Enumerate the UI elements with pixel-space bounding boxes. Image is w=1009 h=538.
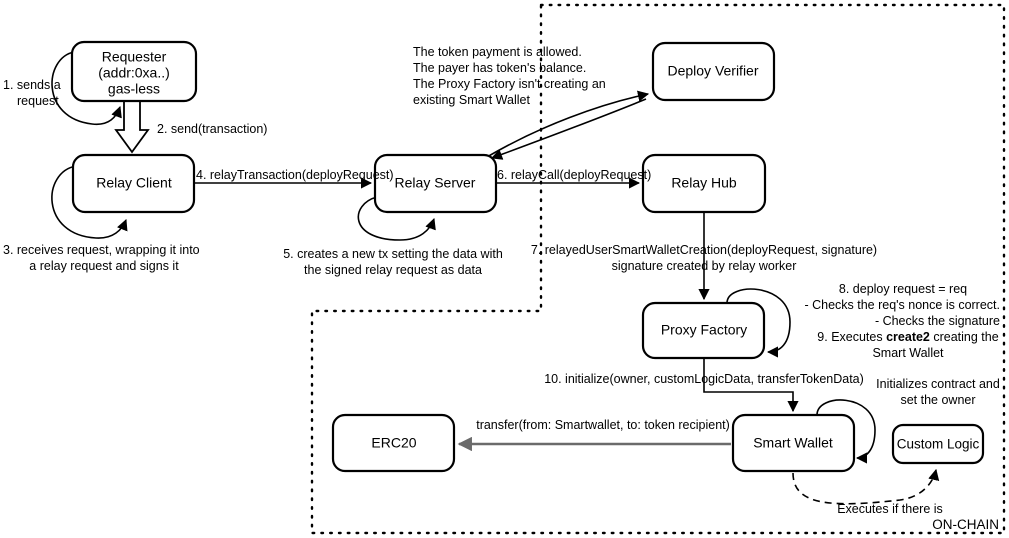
node-custom-logic[interactable]: Custom Logic	[891, 423, 985, 465]
label-step5-line1: 5. creates a new tx setting the data wit…	[283, 247, 503, 261]
relay-client-label: Relay Client	[96, 175, 172, 191]
on-chain-label: ON-CHAIN	[932, 517, 999, 532]
label-step8-line3: - Checks the signature	[875, 314, 1000, 328]
edge-executes-custom-logic	[792, 468, 940, 505]
edge-step2-block-arrow	[114, 100, 150, 154]
label-step8-line1: 8. deploy request = req	[839, 282, 967, 296]
node-relay-client[interactable]: Relay Client	[71, 153, 196, 214]
label-step1-line2: request	[17, 94, 59, 108]
label-step7-line1: 7. relayedUserSmartWalletCreation(deploy…	[531, 243, 877, 257]
node-relay-server[interactable]: Relay Server	[373, 153, 498, 214]
label-verifier-note-line1: The token payment is allowed.	[413, 45, 582, 59]
erc20-label: ERC20	[371, 435, 416, 451]
edge-relayserver-to-verifier	[486, 90, 650, 158]
proxy-factory-box[interactable]	[641, 301, 766, 360]
relay-server-box[interactable]	[373, 153, 498, 214]
label-transfer: transfer(from: Smartwallet, to: token re…	[476, 418, 730, 432]
label-step2: 2. send(transaction)	[157, 122, 267, 136]
node-smart-wallet[interactable]: Smart Wallet	[731, 413, 856, 473]
node-requester[interactable]: Requester (addr:0xa..) gas-less	[70, 40, 198, 103]
label-step1-line1: 1. sends a	[3, 78, 61, 92]
erc20-box[interactable]	[331, 413, 456, 473]
label-verifier-note-line2: The payer has token's balance.	[413, 61, 586, 75]
smart-wallet-label: Smart Wallet	[753, 435, 833, 451]
label-verifier-note-line4: existing Smart Wallet	[413, 93, 530, 107]
edge-step8-self-loop	[726, 288, 791, 358]
node-proxy-factory[interactable]: Proxy Factory	[641, 301, 766, 360]
label-step9-suffix: creating the	[930, 330, 999, 344]
on-chain-boundary	[310, 3, 1006, 535]
label-step6: 6. relayCall(deployRequest)	[497, 168, 651, 182]
label-step9-prefix: 9. Executes	[817, 330, 886, 344]
node-relay-hub[interactable]: Relay Hub	[641, 153, 767, 214]
deploy-verifier-box[interactable]	[651, 41, 776, 102]
label-initializes-note-line2: set the owner	[900, 393, 975, 407]
label-step9-line2: Smart Wallet	[872, 346, 944, 360]
relay-hub-box[interactable]	[641, 153, 767, 214]
edge-verifier-to-relayserver	[490, 98, 647, 160]
custom-logic-box[interactable]	[891, 423, 985, 465]
label-verifier-note-line3: The Proxy Factory isn't creating an	[413, 77, 606, 91]
relay-server-label: Relay Server	[395, 175, 476, 191]
label-step9-create2: create2	[886, 330, 930, 344]
relay-client-box[interactable]	[71, 153, 196, 214]
requester-label-line1: Requester	[102, 49, 167, 65]
label-step9-line: 9. Executes create2 creating the	[817, 330, 998, 344]
edge-step10	[703, 359, 799, 413]
label-step7-line2: signature created by relay worker	[612, 259, 797, 273]
edge-step3-self-loop	[51, 165, 128, 239]
label-initializes-note-line1: Initializes contract and	[876, 377, 1000, 391]
label-executes-note: Executes if there is	[837, 502, 943, 516]
custom-logic-label: Custom Logic	[897, 437, 980, 452]
label-step3-line2: a relay request and signs it	[29, 259, 179, 273]
label-step4: 4. relayTransaction(deployRequest)	[196, 168, 394, 182]
edge-step1-self-loop	[51, 51, 122, 126]
smart-wallet-box[interactable]	[731, 413, 856, 473]
node-erc20[interactable]: ERC20	[331, 413, 456, 473]
node-deploy-verifier[interactable]: Deploy Verifier	[651, 41, 776, 102]
label-step5-line2: the signed relay request as data	[304, 263, 482, 277]
requester-label-line3: gas-less	[108, 81, 160, 97]
label-step3-line1: 3. receives request, wrapping it into	[3, 243, 200, 257]
label-step8-line2: - Checks the req's nonce is correct.	[804, 298, 1000, 312]
requester-box[interactable]	[70, 40, 198, 103]
edge-step5-self-loop	[357, 196, 436, 241]
proxy-factory-label: Proxy Factory	[661, 322, 747, 338]
relay-hub-label: Relay Hub	[671, 175, 737, 191]
edge-smartwallet-self-loop	[816, 399, 876, 464]
deploy-verifier-label: Deploy Verifier	[667, 63, 758, 79]
label-step10: 10. initialize(owner, customLogicData, t…	[544, 372, 864, 386]
requester-label-line2: (addr:0xa..)	[98, 65, 170, 81]
